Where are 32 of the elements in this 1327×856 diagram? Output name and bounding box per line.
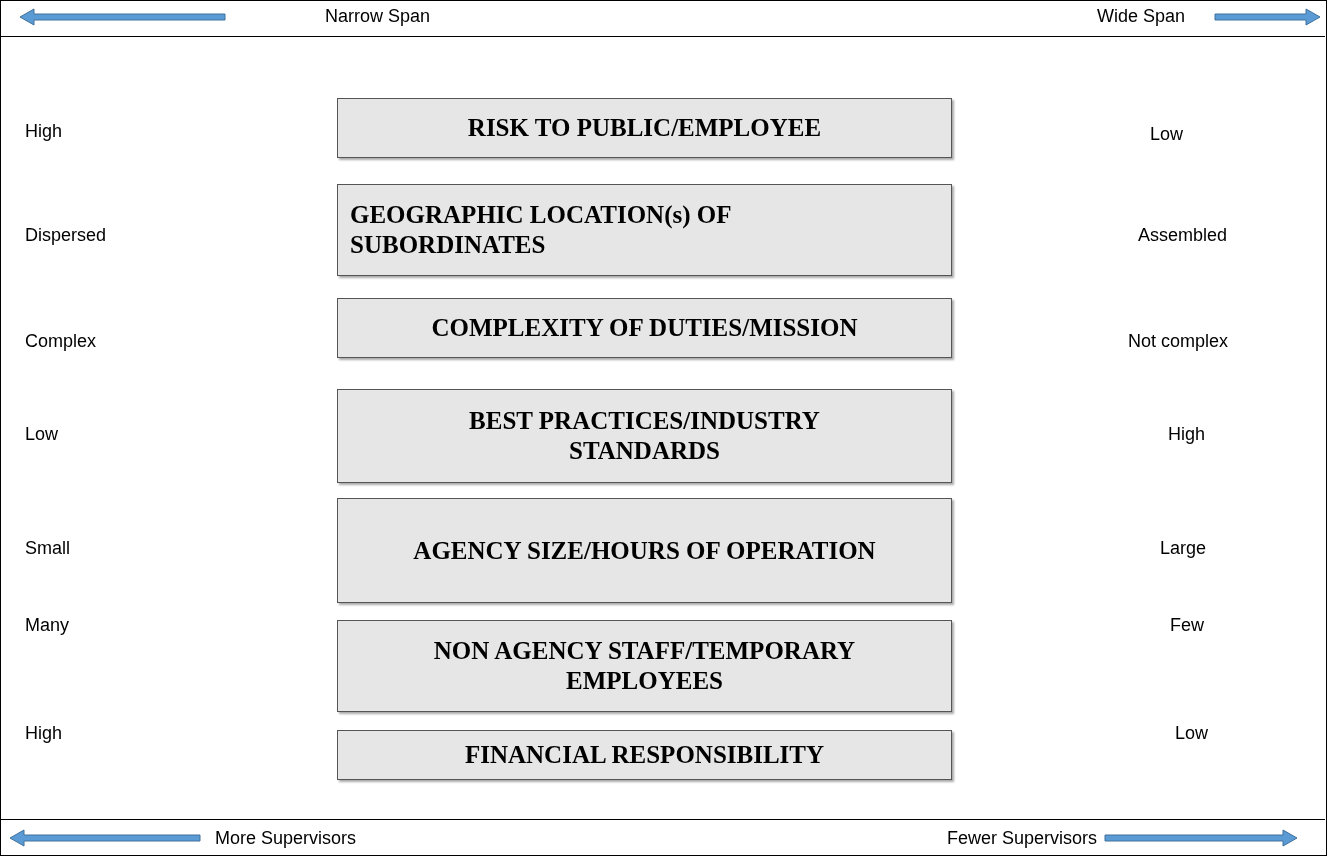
factor-box [337,98,952,158]
value-label: High [25,121,63,142]
factor-text: BEST PRACTICES/INDUSTRY STANDARDS [468,406,821,466]
value-label: Complex [25,331,97,352]
factor-box [337,389,952,483]
value-label: Low [1175,723,1209,744]
value-label: Assembled [1138,225,1228,246]
value-label: High [25,723,63,744]
value-label: Dispersed [25,225,107,246]
factor-text: NON AGENCY STAFF/TEMPORARY EMPLOYEES [432,636,857,696]
value-label: Low [25,424,59,445]
value-label: Large [1160,538,1207,559]
factor-text: COMPLEXITY OF DUTIES/MISSION [431,313,858,343]
factor-text: RISK TO PUBLIC/EMPLOYEE [467,113,822,143]
axis-label: Fewer Supervisors [947,828,1098,849]
factor-text: FINANCIAL RESPONSIBILITY [464,740,825,770]
factor-box [337,184,952,276]
factor-text: GEOGRAPHIC LOCATION(s) OF SUBORDINATES [350,200,732,260]
value-label: High [1168,424,1206,445]
factor-box [337,620,952,712]
value-label: Small [25,538,70,559]
axis-label: Narrow Span [325,6,431,27]
factor-text: AGENCY SIZE/HOURS OF OPERATION [413,535,876,566]
axis-label: Wide Span [1097,6,1186,27]
value-label: Low [1150,124,1184,145]
value-label: Few [1170,615,1204,636]
value-label: Not complex [1128,331,1229,352]
value-label: Many [25,615,69,636]
factor-box [337,298,952,358]
factor-box [337,498,952,603]
factor-box [337,730,952,780]
axis-label: More Supervisors [215,828,357,849]
